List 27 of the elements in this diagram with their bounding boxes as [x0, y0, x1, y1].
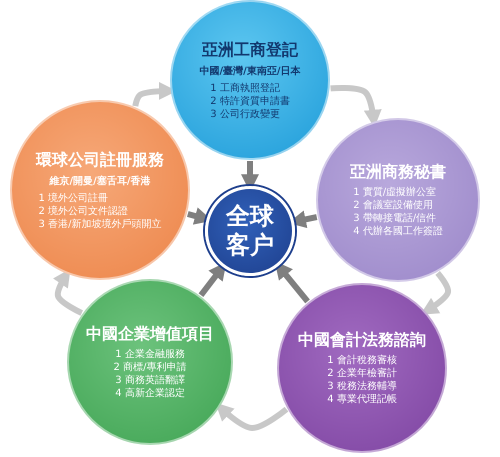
list-item: 3 商務英語翻譯: [115, 374, 185, 387]
center-title: 全球客户: [224, 202, 275, 260]
circle-title: 亞洲商務秘書: [350, 162, 446, 183]
circle-title: 中國會計法務諮詢: [298, 330, 426, 351]
list-item: 4 高新企業認定: [115, 387, 185, 400]
circle-title: 中國企業增值項目: [86, 324, 214, 345]
list-item: 1 會計稅務審核: [327, 354, 397, 367]
list-item: 1 境外公司註冊: [38, 192, 108, 204]
list-item: 3 稅務法務輔導: [327, 380, 397, 393]
list-item: 1 實質/虛擬辦公室: [353, 186, 436, 199]
list-item: 3 公司行政變更: [210, 108, 280, 120]
list-item: 2 特許資質申請書: [210, 94, 290, 108]
list-item: 4 代辦各國工作簽證: [353, 225, 443, 238]
list-item: 3 帶轉接電話/信件: [353, 212, 436, 225]
circle-title: 環球公司註冊服務: [36, 150, 164, 170]
region-subtitle: 維京/開曼/塞舌耳/香港: [50, 174, 150, 188]
list-item: 3 香港/新加坡境外戶頭開立: [38, 218, 162, 230]
region-subtitle: 中國/臺灣/東南亞/日本: [200, 64, 300, 78]
list-item: 1 工商執照登記: [210, 82, 280, 94]
list-item: 2 企業年檢審計: [327, 367, 397, 380]
list-item: 1 企業金融服務: [115, 348, 185, 361]
list-item: 2 會議室設備使用: [353, 199, 433, 212]
circle-title: 亞洲工商登記: [202, 40, 298, 60]
list-item: 4 專業代理記帳: [327, 393, 397, 406]
arrow: [215, 402, 288, 431]
list-item: 2 商標/專利申請: [114, 361, 186, 374]
list-item: 2 境外公司文件認證: [38, 204, 128, 218]
